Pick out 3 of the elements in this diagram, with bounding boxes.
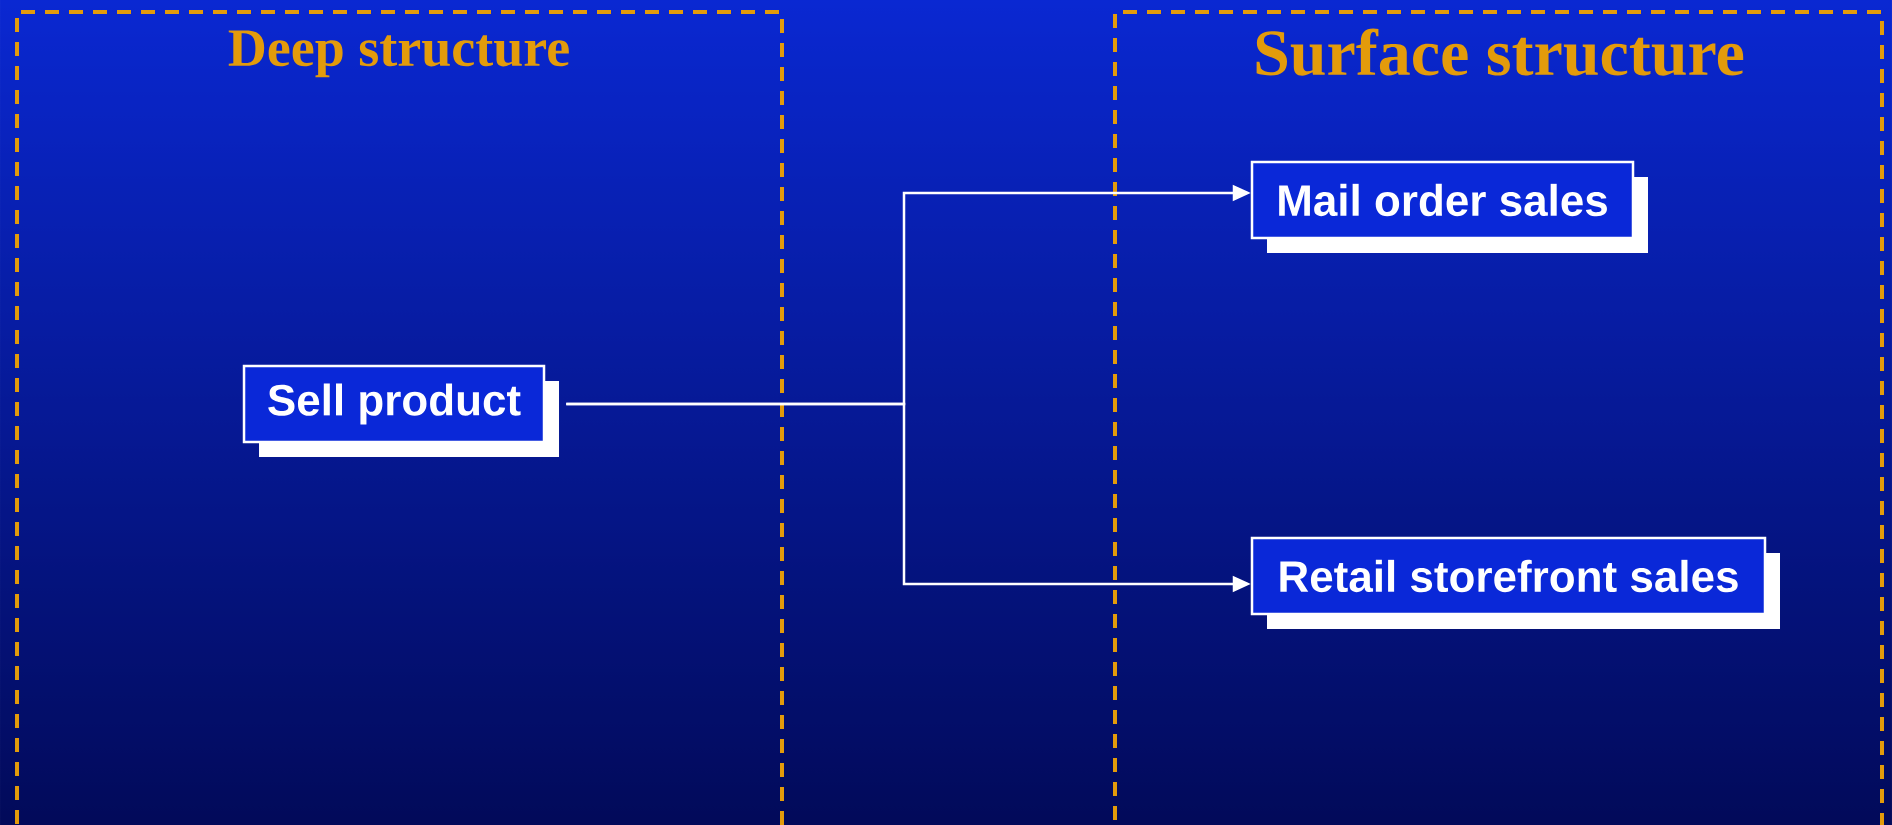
- process-box: Mail order sales: [1250, 160, 1648, 253]
- process-box: Sell product: [242, 364, 559, 457]
- process-box: Retail storefront sales: [1250, 536, 1780, 629]
